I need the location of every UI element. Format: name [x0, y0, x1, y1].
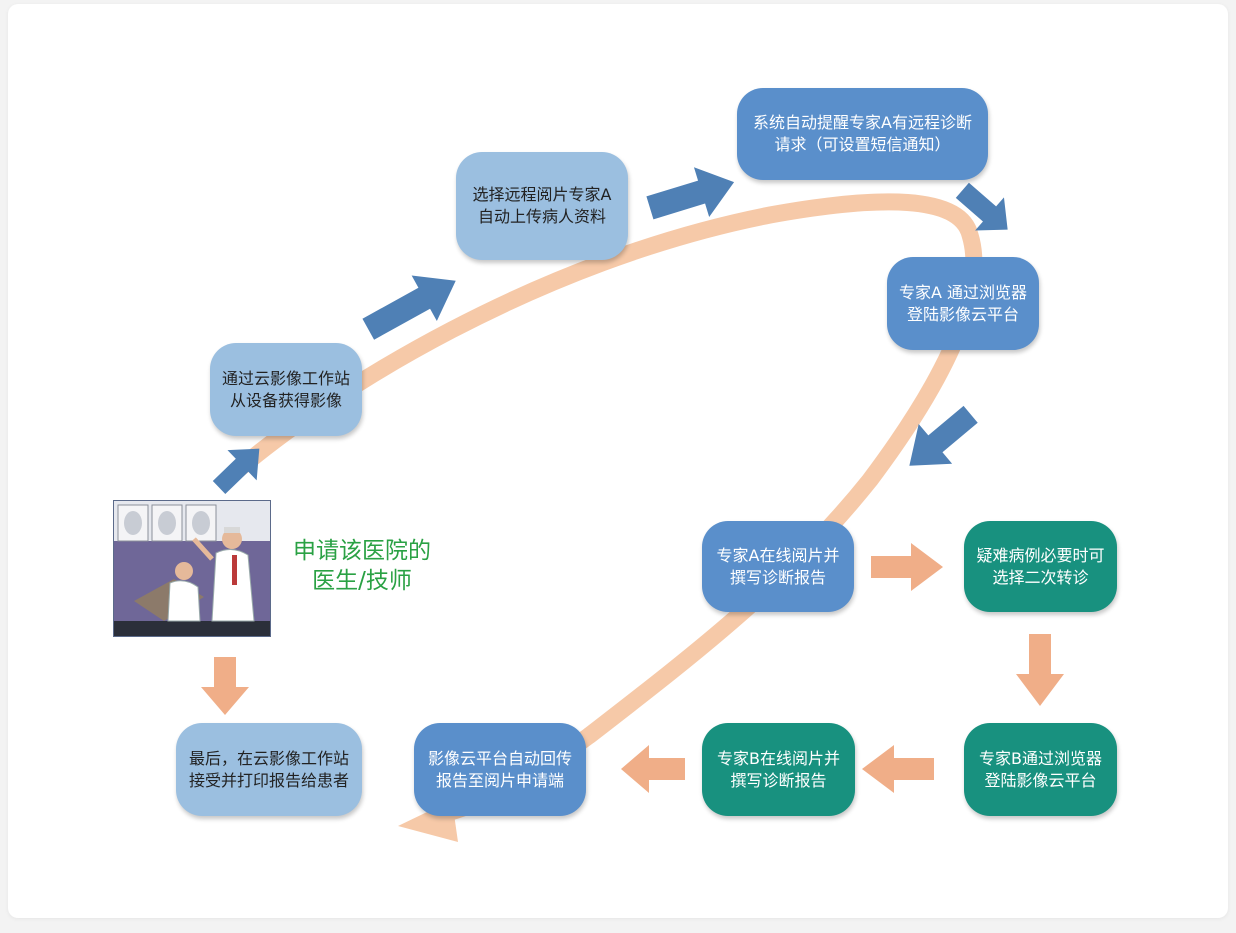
step-acquire-images: 通过云影像工作站 从设备获得影像	[210, 343, 362, 436]
arrow-read-a-to-difficult	[871, 543, 943, 591]
step-select-expert: 选择远程阅片专家A 自动上传病人资料	[456, 152, 628, 260]
step-login-a-line2: 登陆影像云平台	[906, 304, 1019, 324]
applicant-line1: 申请该医院的	[293, 538, 431, 564]
step-return-line1: 影像云平台自动回传	[427, 748, 572, 768]
step-notify-line1: 系统自动提醒专家A有远程诊断	[753, 113, 972, 132]
step-login-b-line1: 专家B通过浏览器	[979, 748, 1102, 768]
loop-band-upper	[223, 193, 983, 744]
applicant-line2: 医生/技师	[312, 568, 412, 594]
step-final-print: 最后，在云影像工作站 接受并打印报告给患者	[176, 723, 362, 816]
arrow-acquire-to-select	[362, 275, 456, 340]
step-acquire-line2: 从设备获得影像	[229, 390, 342, 410]
arrow-difficult-to-login-b	[1016, 634, 1064, 706]
step-login-a-line1: 专家A 通过浏览器	[898, 282, 1028, 302]
step-select-expert-line2: 自动上传病人资料	[477, 207, 606, 226]
arrow-login-b-to-read-b	[862, 745, 934, 793]
arrow-read-b-to-return	[621, 745, 685, 793]
step-return-line2: 报告至阅片申请端	[435, 770, 564, 790]
step-read-b-line2: 撰写诊断报告	[730, 770, 827, 790]
arrow-notify-to-login	[955, 182, 1008, 231]
arrow-photo-to-final	[201, 657, 249, 715]
applicant-label: 申请该医院的 医生/技师	[272, 536, 452, 596]
step-difficult-case: 疑难病例必要时可 选择二次转诊	[964, 521, 1117, 612]
step-login-b-line2: 登陆影像云平台	[984, 770, 1097, 790]
step-notify-line2: 请求（可设置短信通知）	[774, 135, 951, 154]
step-login-expert-b: 专家B通过浏览器 登陆影像云平台	[964, 723, 1117, 816]
step-read-b-line1: 专家B在线阅片并	[717, 748, 840, 768]
step-read-a-line1: 专家A在线阅片并	[716, 545, 840, 565]
arrow-login-to-read	[909, 405, 978, 466]
step-read-a-line2: 撰写诊断报告	[729, 567, 826, 587]
step-login-expert-a: 专家A 通过浏览器 登陆影像云平台	[887, 257, 1039, 350]
step-return-report: 影像云平台自动回传 报告至阅片申请端	[414, 723, 586, 816]
step-final-line1: 最后，在云影像工作站	[188, 748, 349, 768]
step-notify-expert: 系统自动提醒专家A有远程诊断 请求（可设置短信通知）	[737, 88, 988, 180]
arrow-select-to-notify	[646, 167, 735, 220]
doctor-xray-icon	[114, 501, 270, 636]
step-select-expert-line1: 选择远程阅片专家A	[472, 185, 612, 204]
arrow-photo-to-acquire	[212, 448, 260, 494]
step-acquire-line1: 通过云影像工作站	[221, 368, 350, 388]
step-difficult-line1: 疑难病例必要时可	[976, 545, 1105, 565]
doctor-photo	[113, 500, 271, 637]
step-read-expert-a: 专家A在线阅片并 撰写诊断报告	[702, 521, 854, 612]
step-read-expert-b: 专家B在线阅片并 撰写诊断报告	[702, 723, 855, 816]
step-difficult-line2: 选择二次转诊	[992, 567, 1089, 587]
step-final-line2: 接受并打印报告给患者	[188, 770, 349, 790]
